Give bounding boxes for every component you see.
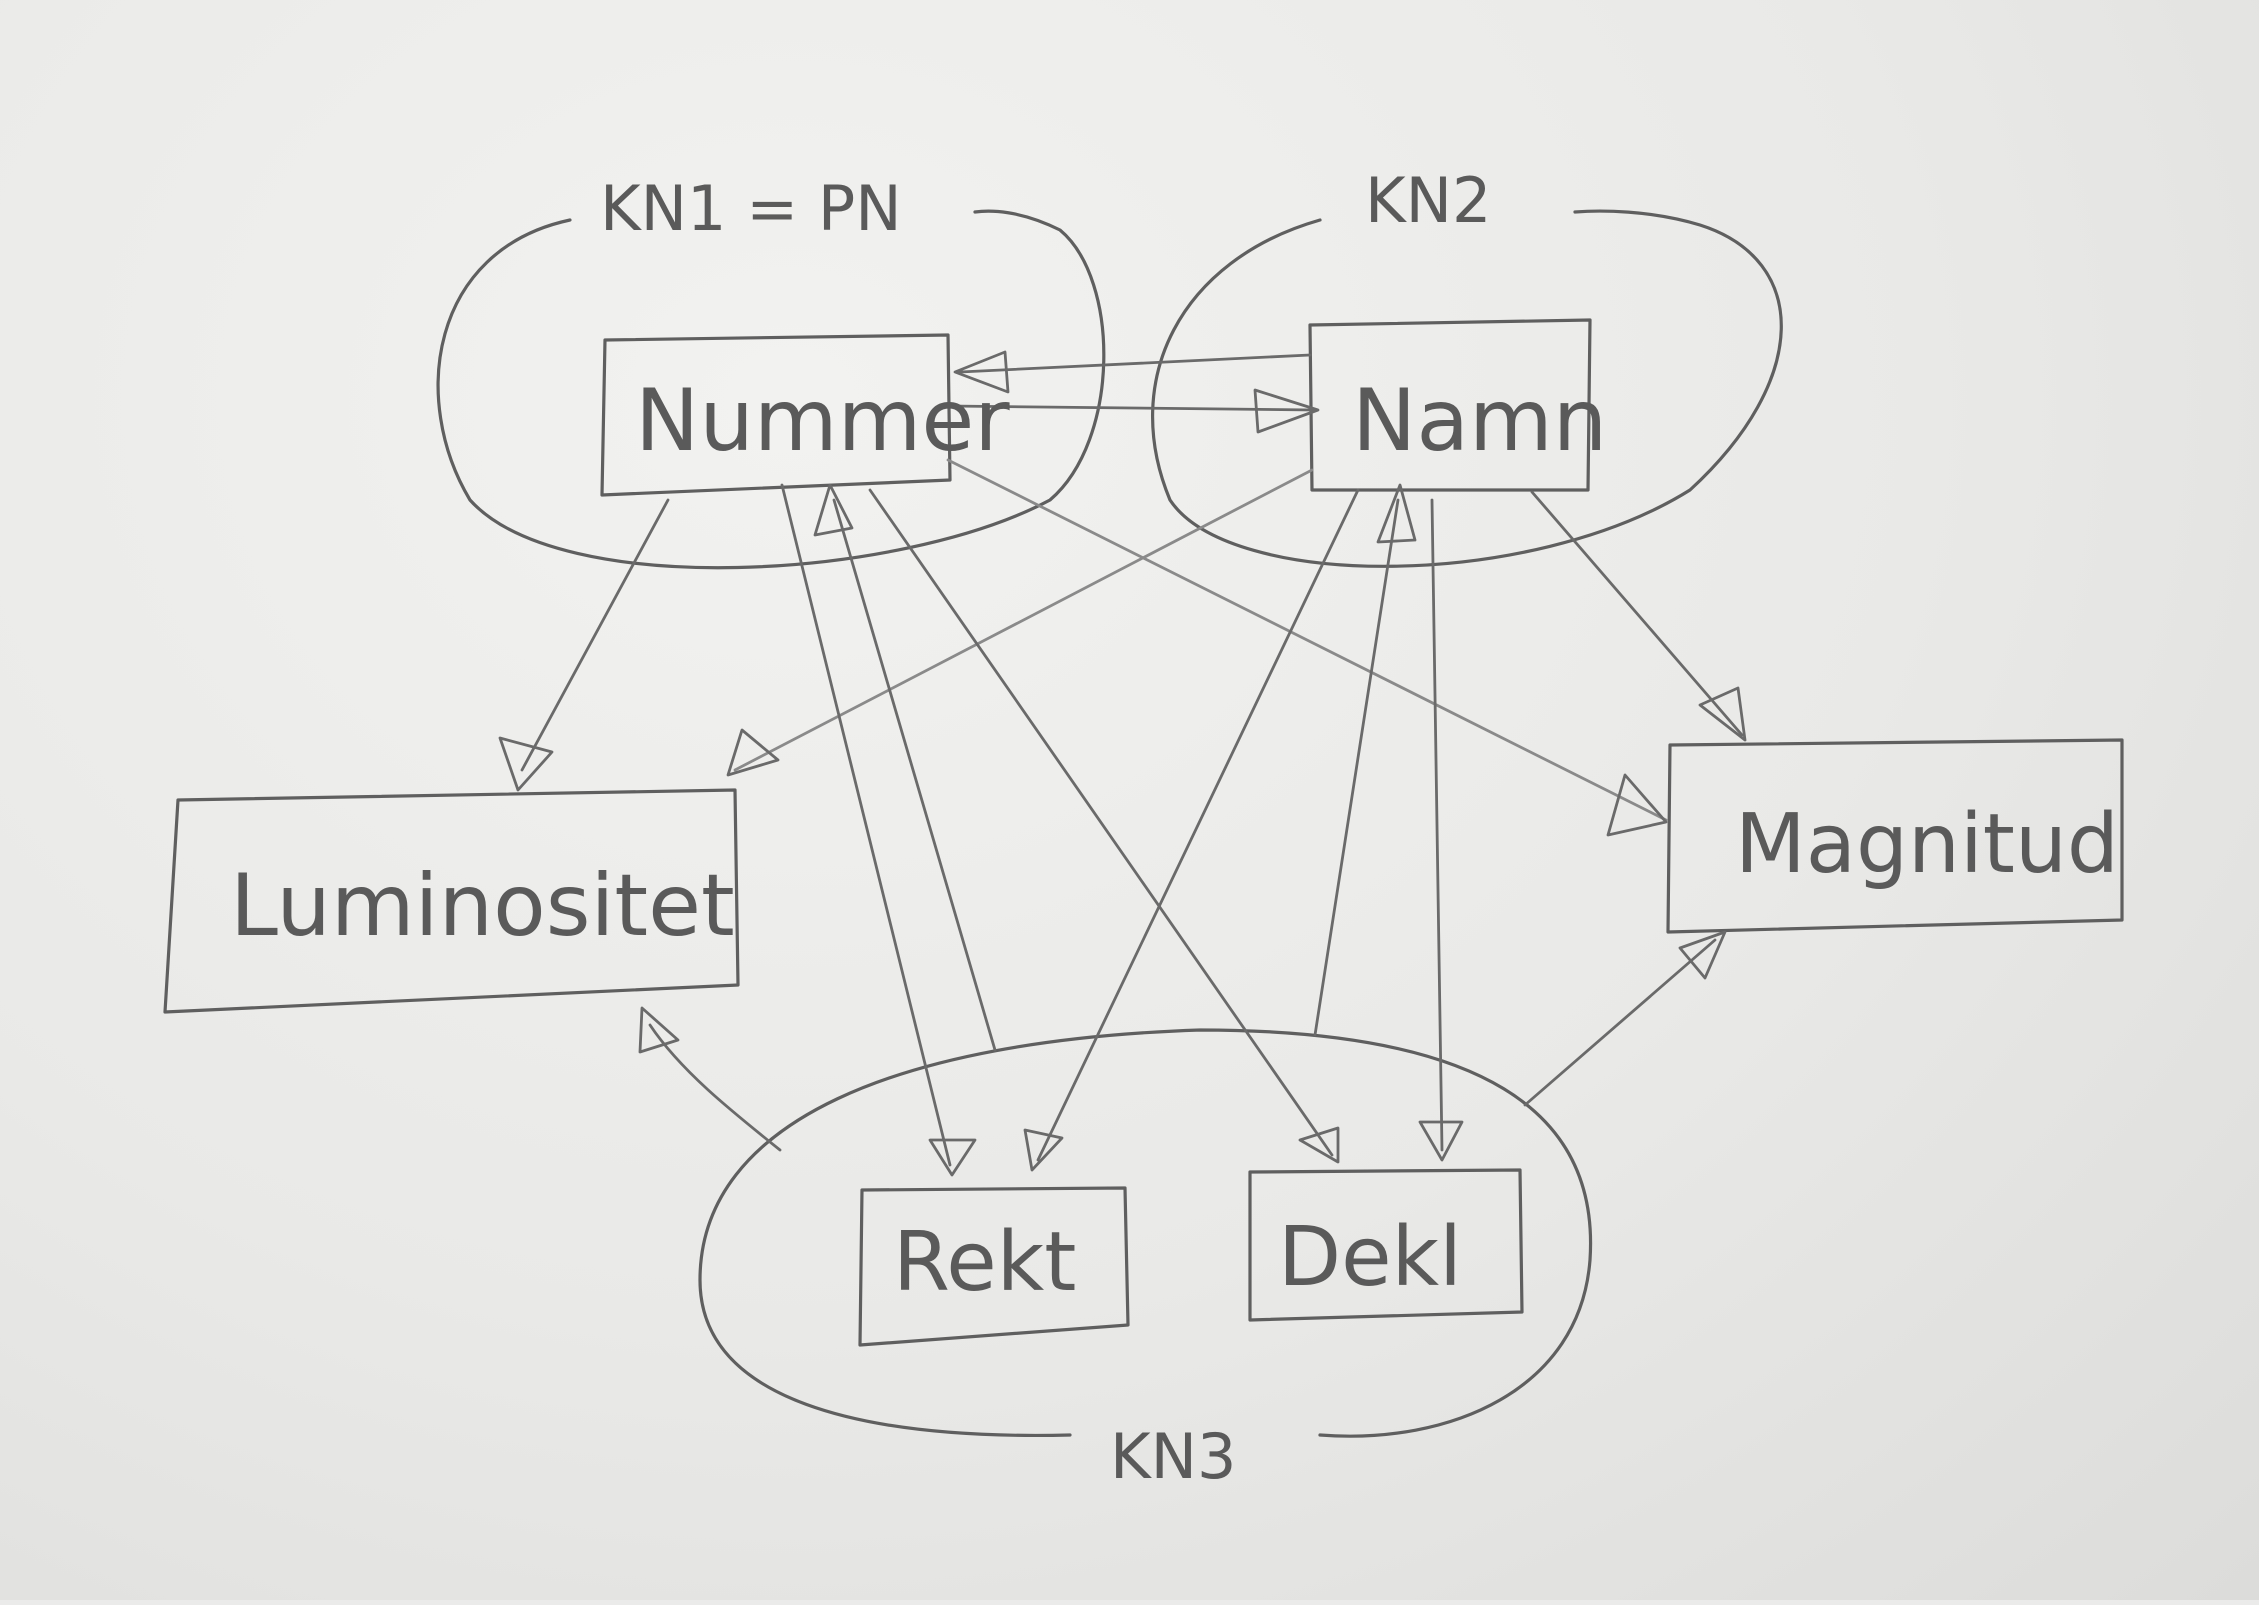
arrowhead-nummer-dekl — [1298, 1126, 1340, 1164]
magnitud-box — [1666, 738, 2124, 934]
arrowhead-namn-rekt — [1023, 1128, 1064, 1172]
luminositet-label: Luminositet — [230, 856, 735, 956]
arrow-nummer-namn — [948, 404, 1317, 412]
arrowhead-namn-nummer — [953, 350, 1010, 394]
rekt-box — [858, 1186, 1130, 1347]
arrowhead-nummer-magnitud — [1606, 773, 1668, 837]
namn-label: Namn — [1352, 371, 1607, 471]
kn2-label: KN2 — [1365, 164, 1491, 237]
dekl-box — [1248, 1168, 1524, 1322]
arrow-kn3-magnitud — [1523, 938, 1717, 1107]
arrow-nummer-rekt — [780, 483, 952, 1167]
arrow-kn3-nummer — [832, 498, 997, 1052]
arrow-kn3-luminositet — [648, 1023, 782, 1152]
arrowhead-kn3-magnitud — [1678, 930, 1727, 980]
arrowhead-namn-magnitud — [1698, 686, 1747, 742]
arrow-nummer-luminositet — [520, 498, 670, 772]
arrowhead-nummer-luminositet — [498, 736, 554, 792]
arrowhead-kn3-luminositet — [638, 1006, 680, 1054]
arrow-namn-rekt — [1036, 488, 1360, 1162]
arrowhead-kn3-nummer — [813, 483, 854, 537]
arrow-namn-dekl — [1430, 498, 1444, 1152]
arrow-nummer-magnitud — [946, 458, 1668, 822]
namn-box — [1308, 318, 1592, 492]
dekl-label: Dekl — [1278, 1210, 1462, 1305]
arrowhead-kn3-namn — [1376, 483, 1417, 544]
arrow-kn3-namn — [1313, 498, 1400, 1037]
arrowhead-nummer-rekt — [928, 1138, 977, 1177]
arrow-nummer-dekl — [868, 488, 1334, 1157]
arrow-namn-nummer — [958, 353, 1312, 374]
magnitud-label: Magnitud — [1735, 797, 2119, 892]
arrow-namn-luminositet — [733, 468, 1314, 772]
kn2-outline — [1150, 209, 1783, 568]
kn1-outline — [436, 209, 1106, 570]
rekt-label: Rekt — [893, 1215, 1076, 1310]
nummer-box — [600, 333, 952, 497]
arrow-namn-magnitud — [1530, 490, 1744, 737]
luminositet-box — [163, 788, 740, 1014]
kn1-label: KN1 = PN — [600, 172, 902, 245]
arrowhead-namn-luminositet — [726, 728, 780, 777]
kn3-label: KN3 — [1110, 1420, 1236, 1493]
nummer-label: Nummer — [635, 371, 1010, 471]
arrowhead-nummer-namn — [1253, 388, 1320, 434]
arrowhead-namn-dekl — [1418, 1120, 1464, 1162]
kn3-outline — [698, 1028, 1593, 1438]
